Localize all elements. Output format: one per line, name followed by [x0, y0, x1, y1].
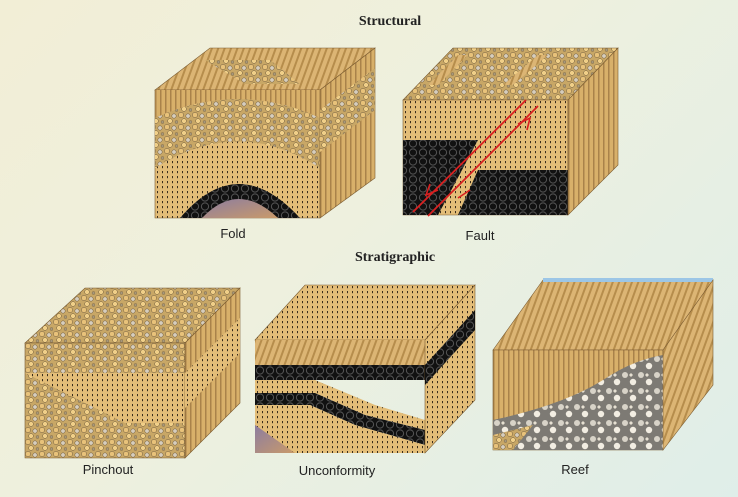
- fold-block: [154, 47, 376, 219]
- pinchout-caption: Pinchout: [82, 462, 134, 477]
- heading-stratigraphic: Stratigraphic: [354, 250, 436, 265]
- reef-block: [492, 278, 714, 451]
- pinchout-block: [24, 287, 241, 459]
- unconformity-caption: Unconformity: [298, 463, 376, 478]
- unconformity-block: [254, 284, 476, 454]
- fold-caption: Fold: [220, 226, 246, 241]
- fault-block: [402, 47, 619, 217]
- fault-arrow-down-icon: [424, 183, 439, 197]
- fault-caption: Fault: [465, 228, 495, 243]
- reef-caption: Reef: [561, 462, 589, 477]
- fault-arrow-up-icon: [517, 116, 532, 131]
- heading-structural: Structural: [358, 14, 422, 29]
